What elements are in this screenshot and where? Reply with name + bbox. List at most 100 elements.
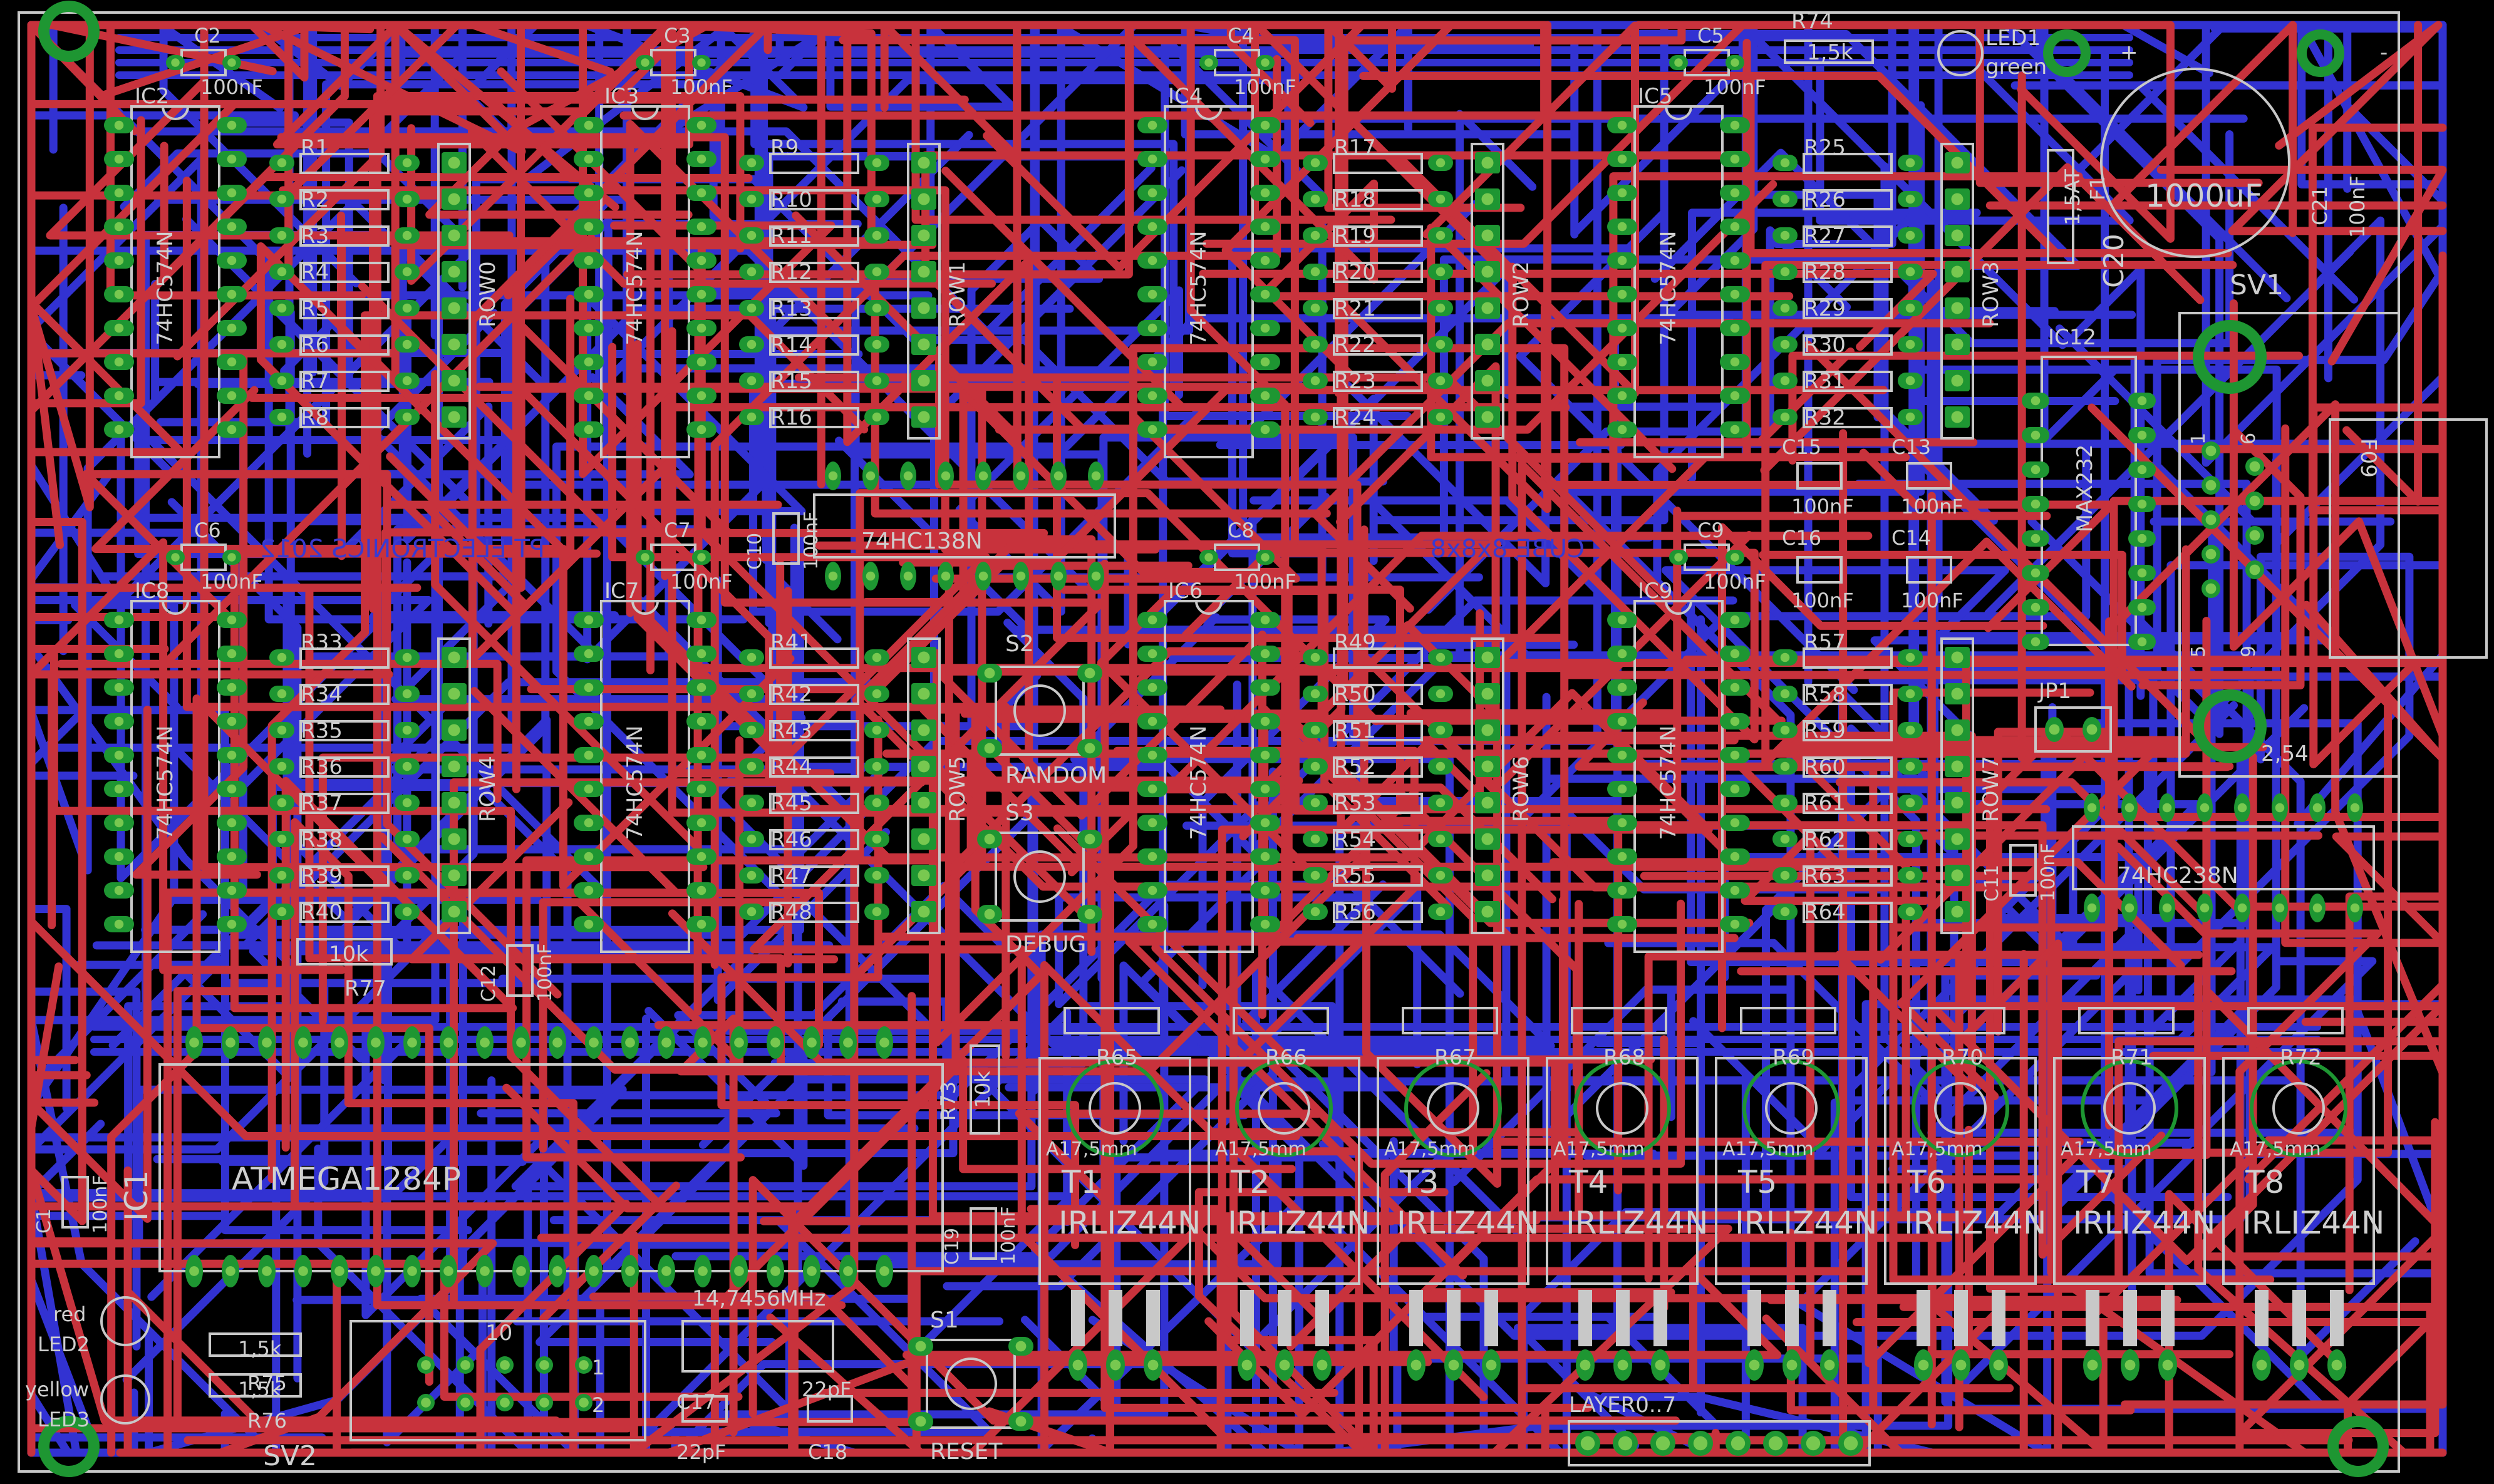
pad-hole — [539, 1360, 549, 1370]
heatsink-label: A17,5mm — [1722, 1138, 1814, 1160]
transistor-leg — [1747, 1290, 1761, 1346]
ic-name-label: IC9 — [1638, 579, 1672, 604]
pad-hole — [879, 1266, 889, 1276]
pad-hole — [1147, 1359, 1159, 1371]
resistor-body — [299, 756, 390, 778]
pad-hole — [1204, 553, 1213, 562]
pad-hole — [277, 761, 287, 771]
pad-hole — [579, 1360, 589, 1370]
pad-hole — [448, 724, 460, 736]
pad-hole — [941, 471, 951, 481]
transistor-body — [1208, 1057, 1360, 1285]
heatsink-label: A17,5mm — [2061, 1138, 2152, 1160]
pad-hole — [1617, 188, 1627, 198]
small-cap-label: C16 — [1782, 526, 1821, 550]
ic-notch — [162, 106, 189, 120]
pad-hole — [402, 412, 412, 422]
pad-hole — [1617, 919, 1627, 929]
resistor-label: R19 — [1334, 224, 1376, 249]
r74-label: R74 — [1791, 9, 1833, 34]
transistor-name: T1 — [1061, 1164, 1100, 1200]
pad-hole — [978, 571, 988, 581]
db9-mount-hole — [2193, 689, 2267, 763]
resistor-body — [299, 647, 390, 669]
ic-name-label: IC4 — [1168, 84, 1203, 109]
pad-hole — [828, 571, 838, 581]
pad-hole — [1617, 885, 1627, 895]
resistor-label: R50 — [1334, 682, 1376, 707]
transistor-body — [1038, 1057, 1191, 1285]
pad-hole — [747, 689, 757, 699]
resistor-body — [1803, 793, 1893, 814]
sv2-body — [349, 1320, 646, 1441]
small-cap-value: 100nF — [800, 511, 822, 570]
pad-hole — [747, 194, 757, 204]
led2-color-label: red — [53, 1302, 86, 1326]
c20-label: C20 — [2098, 234, 2130, 288]
transistor-body — [2053, 1057, 2206, 1285]
pin1-label: 1 — [2188, 433, 2210, 445]
pin9-label: 9 — [2238, 646, 2260, 657]
pad-hole — [2031, 533, 2041, 544]
resistor-label: R52 — [1334, 755, 1376, 780]
gate-resistor-body — [1063, 1007, 1160, 1034]
heatsink-hole-inner — [2272, 1082, 2325, 1135]
pad-hole — [589, 1266, 599, 1276]
resistor-body — [299, 865, 390, 887]
resistor-label: R13 — [770, 296, 812, 321]
resistor-body — [769, 153, 859, 174]
pad-hole — [1147, 716, 1157, 726]
pad-hole — [277, 267, 287, 277]
pad-hole — [227, 919, 237, 929]
pad-hole — [747, 412, 757, 422]
pad-hole — [1279, 1359, 1290, 1371]
heatsink-hole — [1066, 1059, 1164, 1157]
gate-resistor-label: R65 — [1096, 1045, 1138, 1070]
pad-hole — [2294, 1359, 2305, 1371]
transistor-leg — [2330, 1290, 2344, 1346]
pad-hole — [189, 1266, 199, 1276]
small-cap-value: 100nF — [1901, 495, 1964, 518]
pad-hole — [1436, 267, 1446, 277]
pad-hole — [1780, 267, 1790, 277]
pad-hole — [1905, 230, 1915, 240]
pad-hole — [872, 303, 882, 313]
pad-hole — [516, 1266, 526, 1276]
pad-hole — [1780, 725, 1790, 735]
pad-hole — [2086, 724, 2098, 735]
resistor-body — [1333, 334, 1423, 356]
top-trace — [839, 36, 1299, 545]
pad-hole — [114, 425, 124, 435]
resistor-body — [769, 902, 859, 923]
pad-hole — [2137, 499, 2147, 509]
ic-body — [130, 600, 220, 953]
top-trace — [1865, 700, 2393, 1368]
ic-name-label: IC7 — [604, 579, 639, 604]
resistor-label: R58 — [1804, 682, 1846, 707]
pad-hole — [277, 798, 287, 808]
resistor-label: R42 — [770, 682, 812, 707]
pad-hole — [1905, 412, 1915, 422]
pad-hole — [1481, 905, 1494, 918]
pad-hole — [227, 222, 237, 232]
led3-color-label: yellow — [25, 1378, 89, 1401]
pad-hole — [448, 411, 460, 423]
pad-hole — [1481, 338, 1494, 351]
pad-hole — [2205, 583, 2217, 594]
resistor-body — [1803, 902, 1893, 923]
component-pads — [104, 55, 2363, 1456]
pad-hole — [1951, 688, 1964, 700]
resistor-label: R56 — [1334, 900, 1376, 925]
resistor-label: R49 — [1334, 630, 1376, 655]
pad-hole — [770, 1038, 780, 1048]
top-trace — [27, 518, 561, 1425]
pad-hole — [915, 1341, 926, 1352]
capacitor-value: 100nF — [1234, 570, 1296, 594]
pad-hole — [1147, 784, 1157, 794]
pad-hole — [1147, 885, 1157, 895]
pad-hole — [114, 120, 124, 130]
pad-hole — [1053, 471, 1063, 481]
small-cap-value: 100nF — [534, 943, 556, 1002]
pad-hole — [872, 689, 882, 699]
pad-hole — [1617, 852, 1627, 862]
